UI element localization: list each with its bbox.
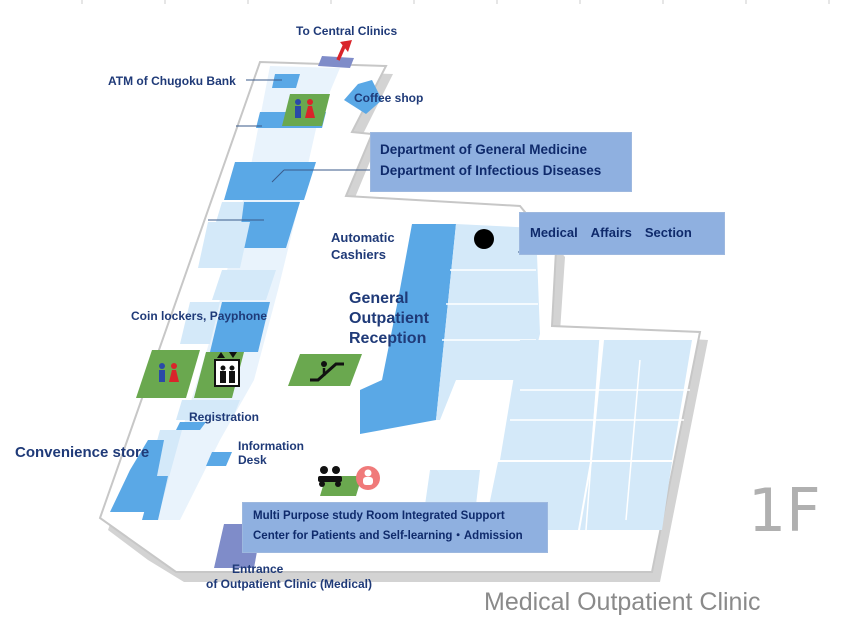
top-ruler (81, 0, 830, 4)
general-outpatient-reception-label-2: Outpatient (349, 310, 429, 327)
general-outpatient-reception-label-3: Reception (349, 330, 427, 347)
atm-label: ATM of Chugoku Bank (108, 74, 236, 88)
automatic-cashiers-label-1: Automatic (331, 230, 395, 245)
restroom-icon (159, 363, 179, 382)
entrance-label-1: Entrance (232, 562, 284, 576)
general-outpatient-reception-label-1: General (349, 290, 409, 307)
multi-purpose-label-2: Center for Patients and Self-learning・Ad… (253, 530, 523, 542)
elevator-icon (214, 352, 240, 387)
department-callout: Department of General Medicine Departmen… (370, 132, 632, 192)
information-desk-label-1: Information (238, 439, 304, 453)
nursing-icon (356, 466, 380, 490)
coin-lockers-label: Coin lockers, Payphone (131, 309, 268, 323)
up-arrow-icon (336, 40, 352, 61)
restroom-icon (295, 99, 315, 118)
department-general-medicine-label: Department of General Medicine (380, 142, 588, 157)
registration-label: Registration (189, 410, 260, 424)
right-wing-grid (510, 339, 690, 531)
automatic-cashiers-label-2: Cashiers (331, 247, 386, 262)
floor-number: 1F (748, 476, 821, 546)
medical-affairs-section-label: Medical Affairs Section (530, 225, 692, 240)
department-infectious-diseases-label: Department of Infectious Diseases (380, 163, 602, 178)
multi-purpose-label-1: Multi Purpose study Room Integrated Supp… (253, 510, 505, 522)
entrance-north (318, 56, 354, 68)
building-name: Medical Outpatient Clinic (484, 588, 761, 616)
coffee-shop-room (344, 80, 382, 114)
consultation-icon (318, 466, 342, 487)
outpatient-reception-room (360, 224, 456, 434)
medical-affairs-callout: Medical Affairs Section (519, 212, 725, 255)
current-location-marker (474, 229, 494, 249)
restroom-area-north (282, 94, 330, 126)
entrance-label-2: of Outpatient Clinic (Medical) (206, 577, 373, 591)
information-desk-label-2: Desk (238, 453, 267, 467)
coffee-shop-label: Coffee shop (354, 91, 424, 105)
outpatient-light-area (436, 224, 540, 420)
left-wing-rooms (110, 74, 326, 520)
restroom-area-west (136, 350, 200, 398)
multi-purpose-callout: Multi Purpose study Room Integrated Supp… (242, 502, 548, 553)
to-central-clinics-label: To Central Clinics (296, 24, 398, 38)
escalator-icon (310, 361, 344, 382)
convenience-store-label: Convenience store (15, 444, 150, 461)
